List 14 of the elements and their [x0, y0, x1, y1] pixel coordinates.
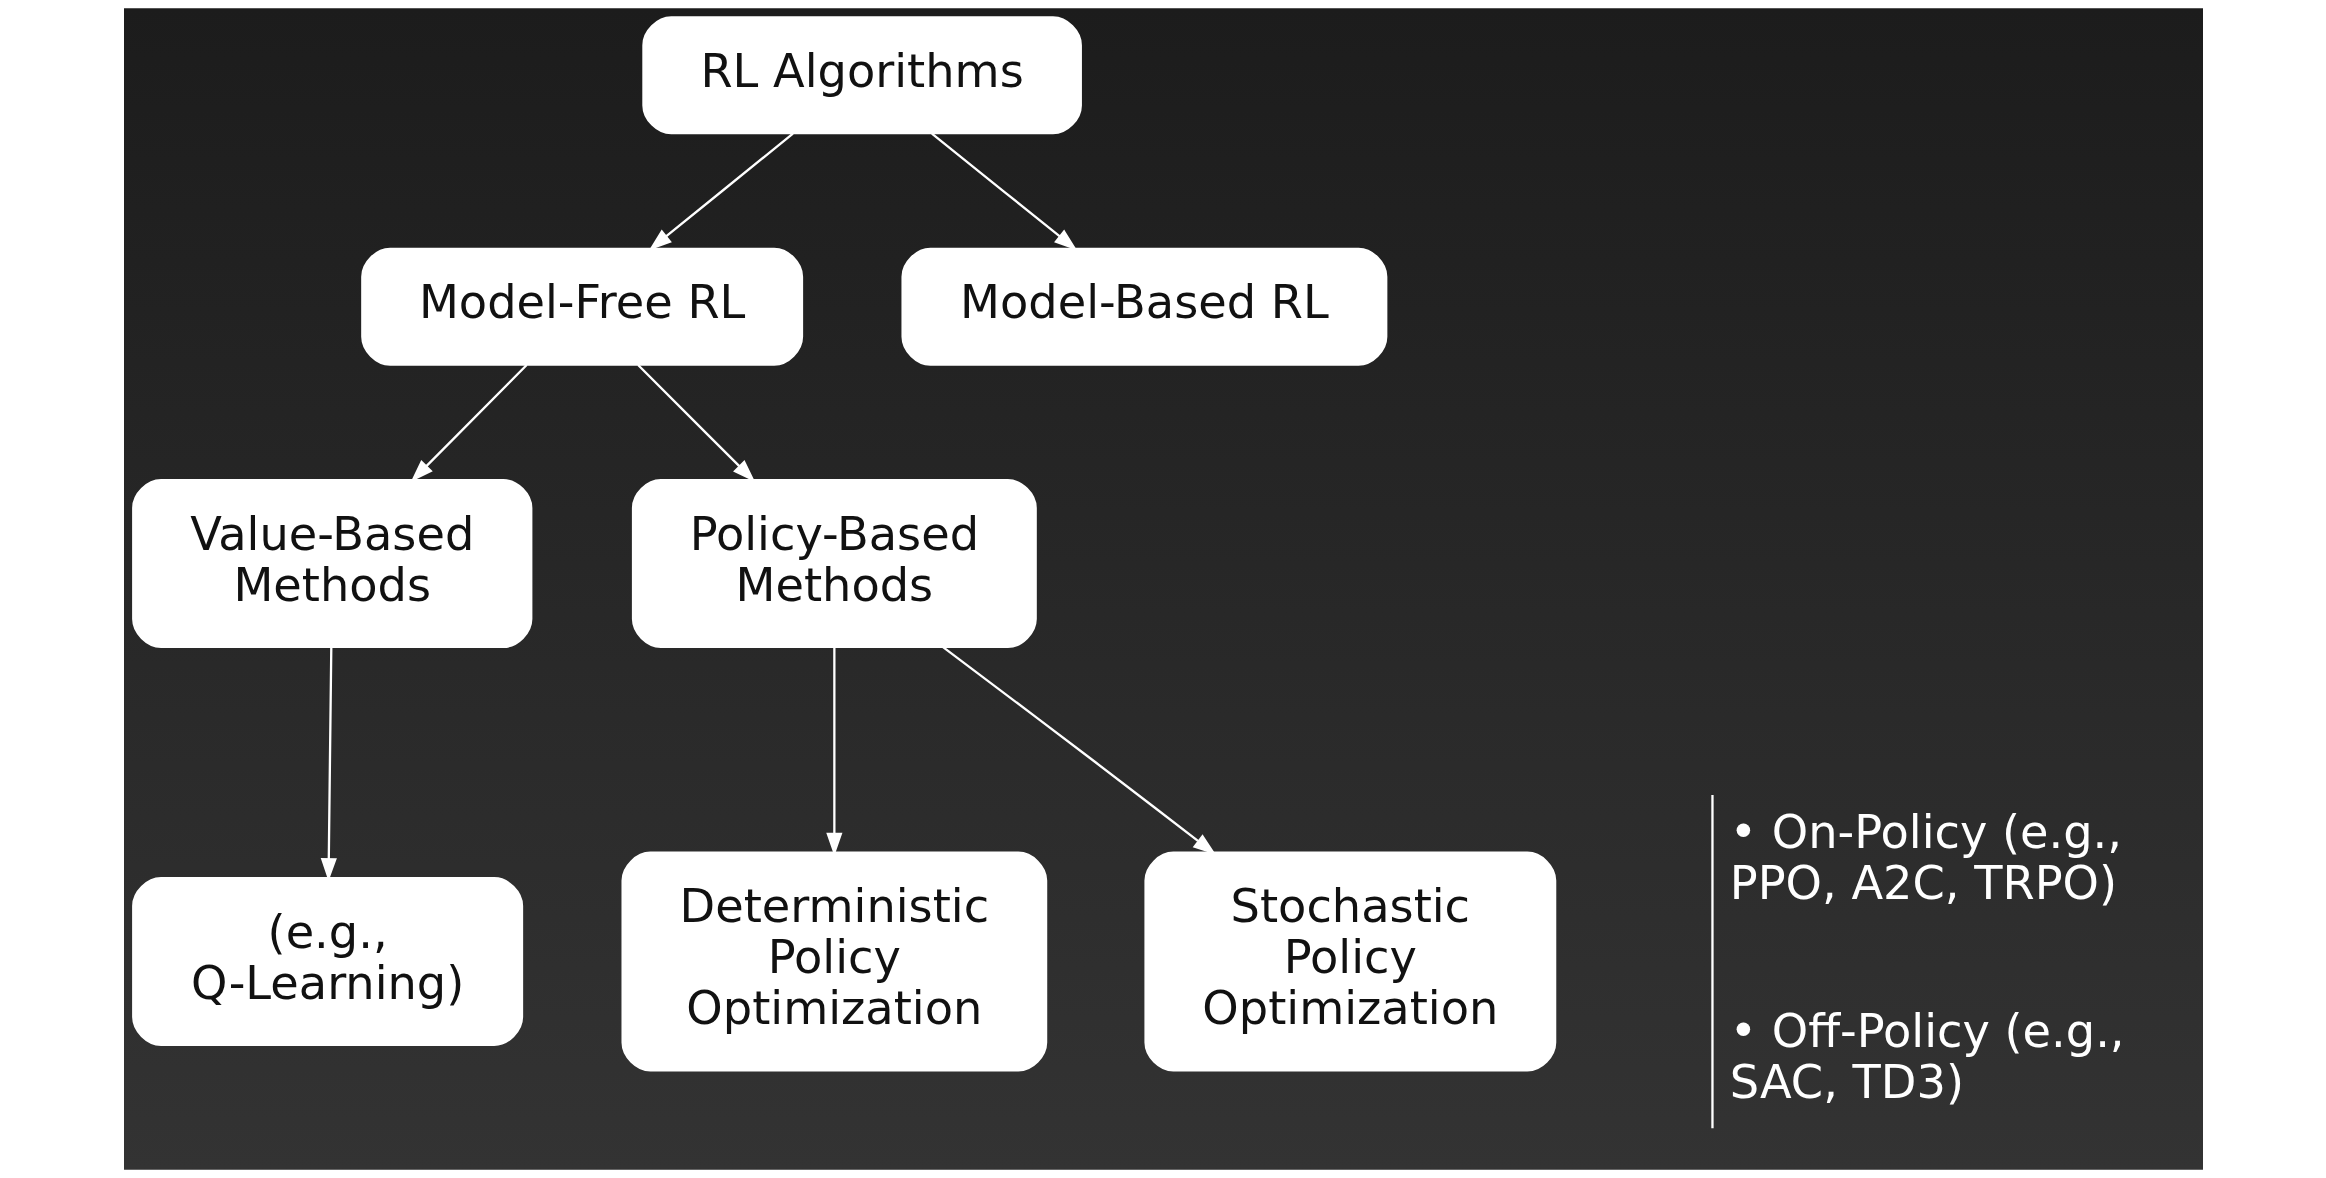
label: • Off-Policy (e.g., SAC, TD3)	[1729, 1004, 2125, 1110]
node-box: RL Algorithms	[641, 16, 1082, 135]
arrow	[941, 645, 1216, 855]
node-box: (e.g., Q-Learning)	[131, 877, 523, 1046]
node-box: Model-Based RL	[900, 247, 1387, 366]
node-box: Model-Free RL	[360, 247, 803, 366]
arrow	[648, 132, 794, 251]
node-box: Stochastic Policy Optimization	[1143, 851, 1556, 1072]
node-box: Deterministic Policy Optimization	[621, 851, 1047, 1072]
arrow	[636, 364, 755, 482]
arrow	[930, 132, 1077, 251]
label: • On-Policy (e.g., PPO, A2C, TRPO)	[1729, 805, 2122, 911]
node-box: Value-Based Methods	[131, 479, 532, 648]
node-box: Policy-Based Methods	[631, 479, 1037, 648]
